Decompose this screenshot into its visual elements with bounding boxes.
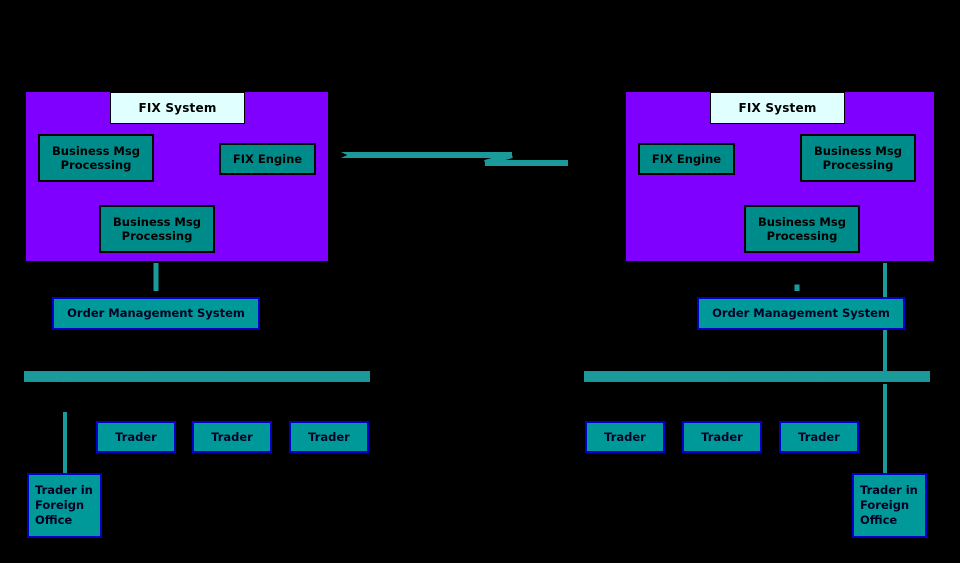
left-fix-engine[interactable]: FIX Engine — [219, 143, 316, 175]
left-business-msg-processing-bottom[interactable]: Business Msg Processing — [99, 205, 215, 253]
left-bus-trader-links — [120, 378, 345, 426]
right-fix-engine[interactable]: FIX Engine — [638, 143, 735, 175]
right-order-management-system[interactable]: Order Management System — [697, 297, 905, 330]
left-trader-3[interactable]: Trader — [289, 421, 369, 453]
right-bus-trader-links — [609, 378, 834, 426]
inter-system-link — [287, 126, 628, 192]
left-trader-in-foreign-office[interactable]: Trader in Foreign Office — [27, 473, 102, 538]
left-order-management-system[interactable]: Order Management System — [52, 297, 260, 330]
left-message-bus[interactable] — [24, 371, 370, 382]
right-trader-1[interactable]: Trader — [585, 421, 665, 453]
left-fix-system-title: FIX System — [110, 92, 245, 124]
left-trader-1[interactable]: Trader — [96, 421, 176, 453]
right-trader-2[interactable]: Trader — [682, 421, 762, 453]
left-business-msg-processing-top[interactable]: Business Msg Processing — [38, 134, 154, 182]
right-message-bus[interactable] — [584, 371, 930, 382]
right-trader-in-foreign-office[interactable]: Trader in Foreign Office — [852, 473, 927, 538]
right-business-msg-processing-bottom[interactable]: Business Msg Processing — [744, 205, 860, 253]
right-business-msg-processing-top[interactable]: Business Msg Processing — [800, 134, 916, 182]
right-fix-system-title: FIX System — [710, 92, 845, 124]
right-trader-3[interactable]: Trader — [779, 421, 859, 453]
left-trader-2[interactable]: Trader — [192, 421, 272, 453]
